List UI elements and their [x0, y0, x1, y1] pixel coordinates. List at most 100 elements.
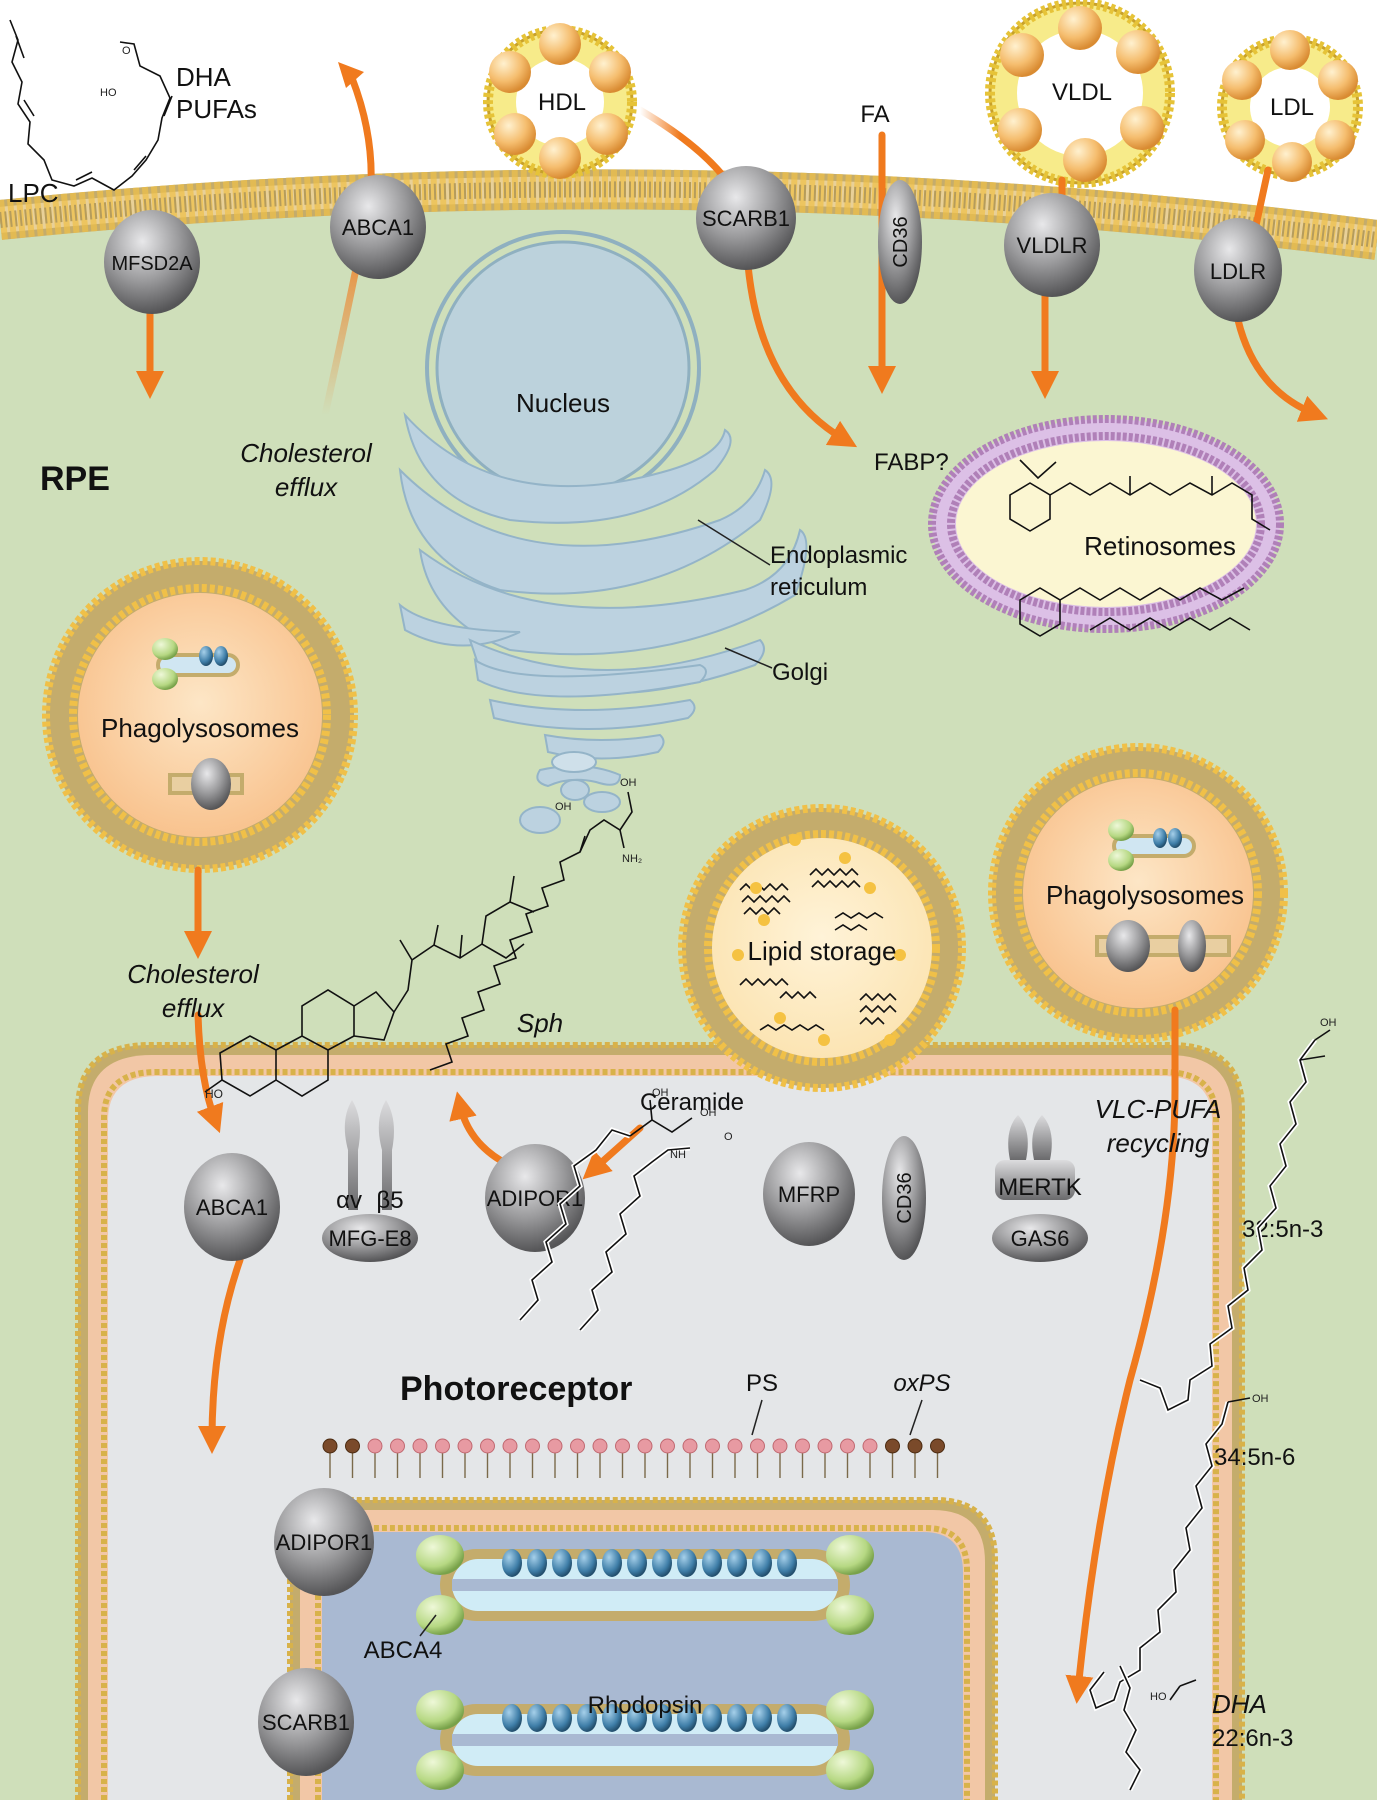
rhodopsin-bead: [602, 1704, 622, 1732]
oxps-lipid: [930, 1438, 945, 1478]
retinosomes-label: Retinosomes: [1084, 531, 1236, 561]
abca4-protein: [826, 1535, 874, 1575]
sphingosine-structure: OH OH NH₂: [429, 777, 642, 1071]
cholesterol-efflux-mid-arrow: [194, 1011, 224, 1134]
abca4-protein: [416, 1535, 464, 1575]
mertk-label: MERTK: [998, 1174, 1082, 1201]
rhodopsin-bead: [577, 1549, 597, 1577]
er-label-line2: reticulum: [770, 574, 867, 601]
ldlr-label: LDLR: [1210, 259, 1266, 284]
ps-lipid: [637, 1438, 653, 1478]
cd36-top-label: CD36: [890, 216, 912, 267]
adipor1-pr-label: ADIPOR1: [276, 1530, 373, 1555]
photoreceptor-label: Photoreceptor: [400, 1370, 632, 1408]
cd36-top-receptor: CD36: [878, 180, 922, 304]
cd36-mid-label: CD36: [894, 1172, 916, 1223]
rhodopsin-bead: [727, 1549, 747, 1577]
ps-lipid: [705, 1438, 720, 1478]
rhodopsin-bead: [652, 1549, 672, 1577]
rhodopsin-bead: [727, 1704, 747, 1732]
ps-lipid: [615, 1438, 630, 1478]
cholesterol-structure: HO: [204, 875, 535, 1101]
chol-efflux-mid-line1: Cholesterol: [127, 959, 260, 989]
rhodopsin-bead: [677, 1704, 697, 1732]
lipid-storage: Lipid storage: [678, 804, 966, 1092]
adipor1-pr-receptor: ADIPOR1: [274, 1488, 374, 1596]
mfge8-label: MFG-E8: [328, 1226, 411, 1251]
phagolysosome-right: Phagolysosomes: [988, 743, 1288, 1043]
rhodopsin-bead: [502, 1704, 522, 1732]
cer-oh-2: OH: [700, 1107, 717, 1119]
ldl-label: LDL: [1270, 94, 1314, 121]
rpe-label: RPE: [40, 460, 110, 498]
abca4-protein: [416, 1750, 464, 1790]
vldlr-label: VLDLR: [1017, 233, 1088, 258]
phagolysosome-left: Phagolysosomes: [42, 557, 358, 873]
ps-lipid: [480, 1438, 495, 1478]
chol-ho: HO: [205, 1087, 223, 1101]
rhodopsin-bead: [627, 1549, 647, 1577]
mertk-gas6-complex: MERTK GAS6: [992, 1115, 1088, 1262]
ps-lipid-row: [322, 1438, 945, 1478]
ps-lipid: [592, 1438, 608, 1478]
abca4-protein: [416, 1690, 464, 1730]
cd36-mid-receptor: CD36: [882, 1136, 926, 1260]
abca4-protein: [826, 1750, 874, 1790]
oxps-lipid: [345, 1438, 360, 1478]
rhodopsin-bead: [752, 1704, 772, 1732]
hdl-particle: HDL: [483, 23, 637, 179]
ldlr-receptor: LDLR: [1194, 218, 1282, 322]
scarb1-pr-label: SCARB1: [262, 1710, 350, 1735]
ps-lipid: [502, 1438, 518, 1478]
abca1-mid-label: ABCA1: [196, 1195, 268, 1220]
alpha-v-label: αv: [336, 1187, 362, 1214]
vldl-particle: VLDL: [985, 0, 1175, 188]
rhodopsin-bead: [502, 1549, 522, 1577]
nucleus: Nucleus: [425, 230, 701, 506]
cer-nh: NH: [670, 1149, 686, 1161]
beta5-label: β5: [376, 1187, 403, 1214]
dha-o: O: [122, 45, 131, 57]
ceramide-structure: OH OH NH O: [518, 1087, 733, 1332]
ps-lipid: [390, 1438, 405, 1478]
scarb1-arrow: [744, 261, 858, 448]
chol-efflux-top-line2: efflux: [275, 472, 338, 502]
rhodopsin-bead: [552, 1549, 572, 1577]
golgi: [473, 657, 707, 834]
cer-o: O: [724, 1131, 733, 1143]
vlc-pufa-line1: VLC-PUFA: [1095, 1094, 1222, 1124]
ps-lipid: [795, 1438, 810, 1478]
rhodopsin-bead: [777, 1704, 797, 1732]
ps-lipid: [457, 1438, 473, 1478]
dha-bottom-label: DHA: [1212, 1689, 1267, 1719]
chol-efflux-mid-line2: efflux: [162, 993, 225, 1023]
rhodopsin-bead: [652, 1704, 672, 1732]
vldlr-receptor: VLDLR: [1004, 193, 1100, 297]
golgi-label: Golgi: [772, 659, 828, 686]
fa-32-label: 32:5n-3: [1242, 1216, 1323, 1243]
oxps-lipid: [885, 1438, 900, 1478]
ps-lipid: [435, 1438, 450, 1478]
rhodopsin-bead: [702, 1549, 722, 1577]
cer-oh-1: OH: [652, 1087, 669, 1099]
rhodopsin-discs: [416, 1535, 874, 1790]
vldl-label: VLDL: [1052, 79, 1112, 106]
ps-lipid: [682, 1438, 698, 1478]
fa-34-label: 34:5n-6: [1214, 1444, 1295, 1471]
mfrp-receptor: MFRP: [763, 1142, 855, 1246]
ps-lipid: [367, 1438, 383, 1478]
scarb1-top-receptor: SCARB1: [696, 166, 796, 270]
rhodopsin-bead: [552, 1704, 572, 1732]
vlc-pufa-34-structure: OH: [1087, 1393, 1269, 1712]
dha-bottom-structure: HO: [1117, 1664, 1197, 1792]
rhodopsin-bead: [677, 1549, 697, 1577]
ps-lipid: [727, 1438, 743, 1478]
sph-label: Sph: [517, 1008, 563, 1038]
fa34-oh: OH: [1252, 1393, 1269, 1405]
lpc-label: LPC: [8, 178, 59, 208]
phagolysosomes-right-label: Phagolysosomes: [1046, 880, 1244, 910]
sph-nh2: NH₂: [622, 853, 642, 865]
rhodopsin-bead: [752, 1549, 772, 1577]
sph-oh-1: OH: [555, 801, 572, 813]
phagolysosomes-left-label: Phagolysosomes: [101, 713, 299, 743]
